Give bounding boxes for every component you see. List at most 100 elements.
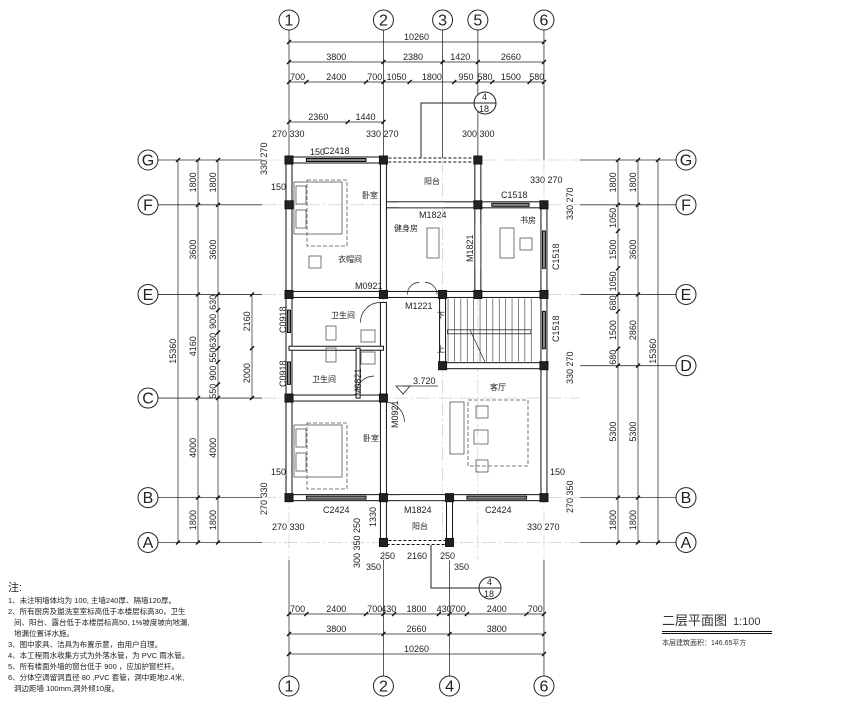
dimension-tick (195, 395, 201, 401)
furniture (293, 179, 533, 490)
dimension-tick (249, 291, 255, 297)
dim-150-a: 150 (310, 147, 325, 157)
washbasin (360, 329, 376, 343)
axis-label: 6 (540, 679, 549, 696)
dimension-tick (175, 157, 181, 163)
axis-bubble: 1 (278, 675, 300, 697)
section-number: 4 (487, 577, 492, 587)
dim-f-right: 330 270 (530, 175, 563, 185)
door-swing (355, 375, 375, 395)
drawing-name: 二层平面图 (662, 613, 728, 628)
window (541, 310, 546, 350)
dimension-value: 1800 (188, 510, 198, 530)
note-line: 3、图中家具、洁具为布置示意，由用户自理。 (8, 640, 163, 649)
general-notes: 注: 1、未注明墙体均为 100, 主墙240厚、隔墙120厚。 2、所有厨房及… (8, 583, 268, 694)
door-swing (386, 401, 405, 423)
structural-column (284, 493, 294, 503)
axis-bubble: F (137, 194, 159, 216)
dimension-tick (615, 228, 621, 234)
dimension-tick (286, 631, 292, 637)
axis-bubble: E (137, 283, 159, 305)
window-c2418: C2418 (323, 146, 350, 156)
room-bedroom-bottom: 卧室 (363, 433, 379, 443)
wall (379, 497, 387, 543)
axis-bubble: 4 (439, 675, 461, 697)
door-m0921-top: M0921 (355, 281, 383, 291)
dimension-tick (615, 539, 621, 545)
dimension-tick (195, 202, 201, 208)
structural-column (438, 289, 448, 299)
door-opening (399, 202, 444, 208)
dimension-value: 700 (451, 604, 466, 614)
dimension-tick (286, 59, 292, 65)
dimension-value: 4160 (188, 336, 198, 356)
structural-column (539, 289, 549, 299)
dimension-tick (436, 611, 442, 617)
dimension-tick (215, 307, 221, 313)
balcony-railing (382, 539, 451, 545)
door-swing (406, 282, 438, 295)
dimension-tick (249, 395, 255, 401)
dimension-value: 900 (208, 366, 218, 381)
axis-bubble: A (675, 531, 697, 553)
axis-label: B (681, 490, 692, 507)
door-m0821: M0821 (353, 368, 363, 396)
room-labels: 卧室 阳台 健身房 书房 衣帽间 卫生间 卫生间 客厅 卧室 阳台 下 上 (312, 176, 536, 531)
dimension-value: 2160 (242, 311, 252, 331)
pillow (295, 185, 307, 205)
dim-f-right-v: 330 270 (565, 187, 575, 220)
stair-down-label: 下 (437, 311, 445, 320)
stair-direction-arrow (469, 329, 486, 363)
axis-bubble: D (675, 355, 697, 377)
dim-top-mid: 330 270 (366, 129, 399, 139)
dimension-tick (363, 79, 369, 85)
dimension-tick (447, 611, 453, 617)
structural-column (438, 361, 448, 371)
dimension-value: 630 (208, 333, 218, 348)
dimension-value: 700 (528, 604, 543, 614)
dim-bottom-right: 330 270 (527, 522, 560, 532)
axis-label: 2 (379, 679, 388, 696)
room-bedroom-top: 卧室 (362, 190, 378, 200)
window-c1518-top: C1518 (501, 190, 528, 200)
axis-bubble: F (675, 194, 697, 216)
dimension-tick (215, 539, 221, 545)
axis-bubble: C (137, 387, 159, 409)
door-m1824-top: M1824 (419, 210, 447, 220)
dimension-value: 10260 (404, 644, 429, 654)
dimension-value: 1800 (608, 510, 618, 530)
dimension-tick (615, 495, 621, 501)
note-line: 6、分体空调留洞直径 80 ,PVC 套管，洞中距地2.4米, (8, 673, 185, 682)
dimension-tick (195, 291, 201, 297)
room-bathroom-1: 卫生间 (331, 310, 355, 320)
dimension-value: 700 (290, 72, 305, 82)
dimension-value: 2360 (308, 112, 328, 122)
axis-label: F (681, 197, 691, 214)
section-number: 4 (482, 92, 487, 102)
dimension-value: 3600 (188, 240, 198, 260)
dimension-tick (615, 291, 621, 297)
structural-column (378, 289, 388, 299)
structural-column (284, 155, 294, 165)
note-line: 洞边距墙 100mm,洞外倾10度。 (14, 684, 120, 693)
axis-label: F (143, 197, 153, 214)
section-sheet: 18 (479, 104, 489, 114)
dimension-tick (215, 345, 221, 351)
dimension-value: 1050 (386, 72, 406, 82)
dimension-tick (440, 59, 446, 65)
dimension-tick (286, 39, 292, 45)
wall (379, 159, 387, 295)
dimension-value: 10260 (404, 32, 429, 42)
stair-handrail (447, 329, 532, 335)
dimension-tick (541, 79, 547, 85)
opening-labels: C2418 M1824 C1518 M1821 C1518 M0921 M122… (278, 146, 561, 515)
axis-bubble: 2 (372, 9, 394, 31)
dimension-tick (635, 495, 641, 501)
dimension-value: 3800 (326, 624, 346, 634)
dimension-value: 2860 (628, 320, 638, 340)
dimension-tick (215, 495, 221, 501)
wall (439, 293, 447, 367)
axis-label: 6 (540, 13, 549, 30)
